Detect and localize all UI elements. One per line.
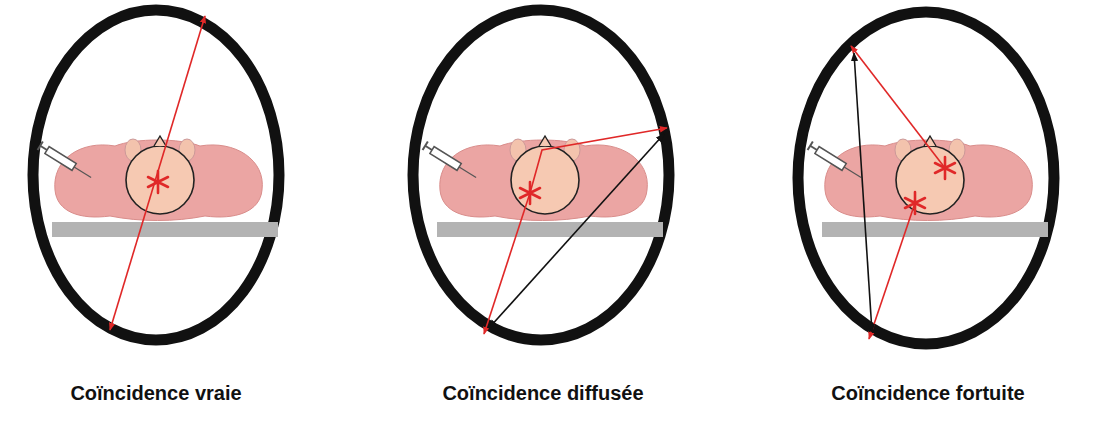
patient-figure xyxy=(38,136,278,237)
emission-point xyxy=(148,171,168,193)
detector-ring xyxy=(413,10,669,340)
panel-scattered xyxy=(413,10,669,340)
photon-path xyxy=(869,203,915,339)
patient-figure xyxy=(423,136,663,237)
panel-true xyxy=(33,10,279,340)
line-of-response xyxy=(854,53,872,332)
panel-caption: Coïncidence fortuite xyxy=(831,382,1024,405)
detector-ring xyxy=(33,10,279,340)
panel-caption: Coïncidence diffusée xyxy=(442,382,643,405)
photon-path xyxy=(484,193,530,334)
panel-random xyxy=(798,12,1054,344)
panel-caption: Coïncidence vraie xyxy=(70,382,241,405)
line-of-response xyxy=(489,134,664,328)
photon-path xyxy=(110,16,205,330)
patient-figure xyxy=(808,136,1048,237)
detector-ring xyxy=(798,12,1054,344)
photon-path xyxy=(851,46,945,168)
photon-path xyxy=(530,128,667,193)
